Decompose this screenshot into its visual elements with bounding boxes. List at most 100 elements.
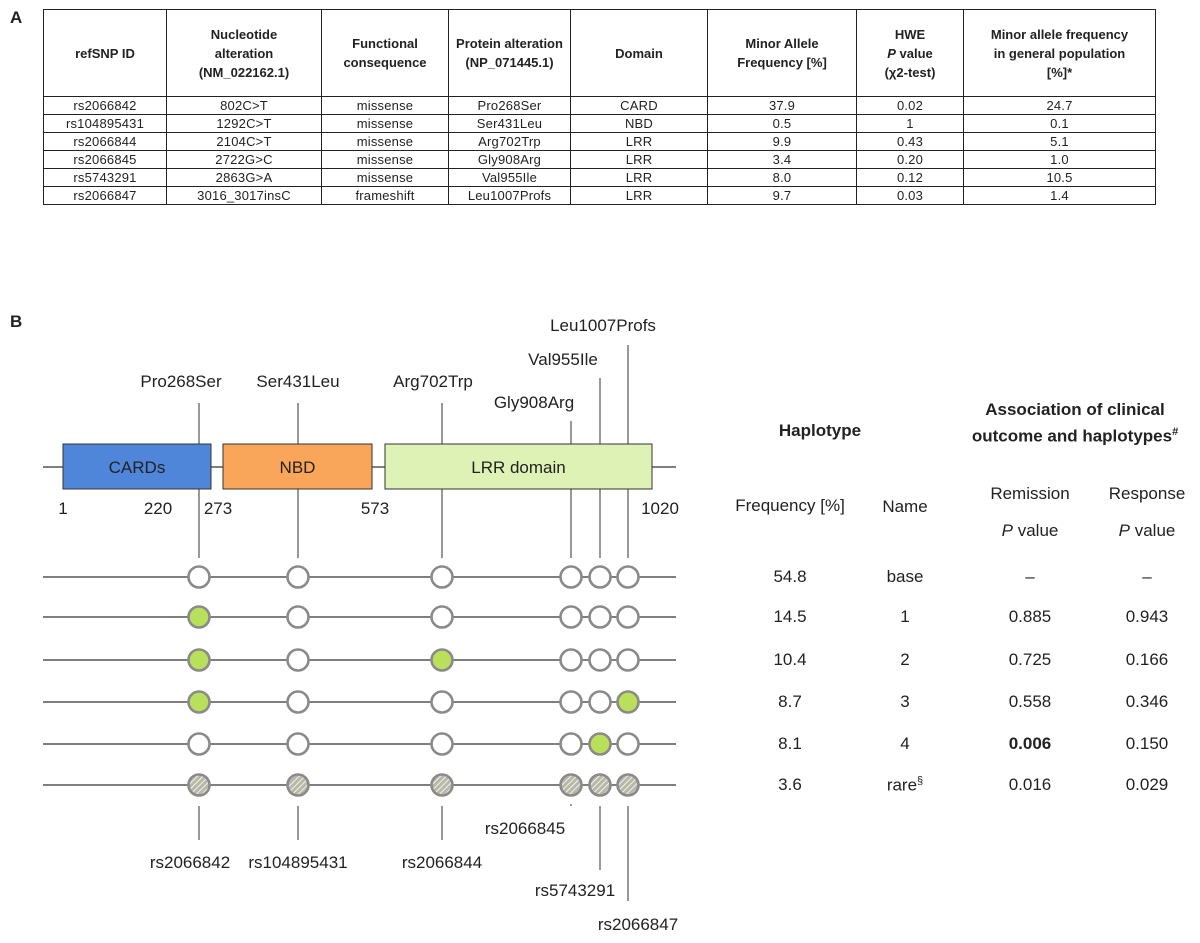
- remission-pvalue-text: 0.016: [1008, 775, 1052, 794]
- remission-p-symbol: P: [1001, 521, 1013, 540]
- remission-pvalue: 0.006: [970, 734, 1090, 754]
- column-header-line: Functional: [352, 36, 418, 51]
- haplotype-name: 1: [855, 607, 955, 627]
- snp-label-4: rs5743291: [535, 881, 615, 900]
- domain-label-2: LRR domain: [471, 458, 566, 477]
- allele-circle: [430, 732, 454, 756]
- association-title-text: Association of clinical outcome and hapl…: [971, 400, 1173, 446]
- mutation-label-2: Arg702Trp: [393, 372, 473, 391]
- response-pvalue: 0.029: [1087, 775, 1200, 795]
- allele-circle: [286, 648, 310, 672]
- col-response: Response: [1108, 484, 1186, 503]
- snp-label-1: rs104895431: [248, 853, 347, 872]
- haplotype-frequency-text: 10.4: [773, 650, 807, 669]
- allele-circle: [559, 690, 583, 714]
- haplotype-frequency-text: 3.6: [778, 775, 802, 794]
- response-pvalue-text: –: [1142, 567, 1152, 586]
- domain-box-0: [62, 443, 212, 490]
- remission-pvalue: 0.885: [970, 607, 1090, 627]
- allele-circle: [430, 605, 454, 629]
- allele-circle: [559, 732, 583, 756]
- allele-circle: [187, 732, 211, 756]
- haplotype-frequency: 10.4: [740, 650, 840, 670]
- haplotype-name-mark: §: [917, 775, 924, 787]
- allele-circle: [588, 690, 612, 714]
- allele-circle: [430, 773, 454, 797]
- mutation-label-4: Val955Ile: [528, 350, 598, 369]
- allele-circle: [588, 605, 612, 629]
- panel-a-label: A: [10, 8, 23, 27]
- remission-pvalue: 0.558: [970, 692, 1090, 712]
- response-pvalue-text: 0.029: [1125, 775, 1169, 794]
- haplotype-frequency: 8.7: [740, 692, 840, 712]
- table-cell: LRR: [570, 132, 708, 151]
- remission-pvalue-text: 0.725: [1008, 650, 1052, 669]
- column-header-line: P value: [887, 45, 933, 61]
- table-cell: 1.4: [963, 186, 1156, 205]
- allele-circle: [187, 690, 211, 714]
- response-pvalue-label: P value: [1087, 521, 1200, 541]
- allele-circle: [187, 565, 211, 589]
- domain-label-0: CARDs: [109, 458, 166, 477]
- remission-pvalue-label: P value: [970, 521, 1090, 541]
- panel-b-label: B: [10, 312, 23, 331]
- allele-circle: [588, 773, 612, 797]
- allele-circle: [559, 773, 583, 797]
- response-pvalue-text: 0.166: [1125, 650, 1169, 669]
- association-title-mark: #: [1172, 426, 1179, 438]
- position-label-4: 1020: [641, 499, 679, 518]
- allele-circle: [559, 648, 583, 672]
- response-p-symbol: P: [1118, 521, 1130, 540]
- table-cell: LRR: [570, 186, 708, 205]
- column-header-line: Domain: [615, 45, 663, 61]
- allele-circle: [286, 732, 310, 756]
- mutation-label-0: Pro268Ser: [140, 372, 222, 391]
- remission-pvalue: –: [970, 567, 1090, 587]
- remission-pvalue: 0.725: [970, 650, 1090, 670]
- table-cell: 2863G>A: [166, 168, 322, 187]
- haplotype-name-text: 4: [900, 734, 910, 753]
- col-frequency: Frequency [%]: [735, 496, 845, 515]
- remission-pvalue: 0.016: [970, 775, 1090, 795]
- mutation-label-5: Leu1007Profs: [550, 316, 656, 335]
- response-pvalue-text: 0.150: [1125, 734, 1169, 753]
- allele-circle: [286, 690, 310, 714]
- column-header-line: Protein alteration: [456, 36, 563, 51]
- table-cell: Leu1007Profs: [448, 186, 571, 205]
- allele-circle: [187, 648, 211, 672]
- response-pvalue-text: 0.346: [1125, 692, 1169, 711]
- haplotype-name-text: 2: [900, 650, 910, 669]
- response-value-word: value: [1134, 521, 1176, 540]
- col-remission: Remission: [990, 484, 1070, 503]
- column-header-line: (χ2-test): [884, 64, 936, 80]
- column-header-line: Minor Allele: [745, 36, 819, 51]
- column-header-line: (NM_022162.1): [198, 64, 290, 80]
- allele-circle: [616, 732, 640, 756]
- column-header-4: Domain: [570, 9, 708, 97]
- allele-circle: [187, 773, 211, 797]
- association-title: Association of clinical outcome and hapl…: [950, 398, 1200, 448]
- domain-box-1: [222, 443, 373, 490]
- haplotype-frequency-text: 54.8: [773, 567, 807, 586]
- allele-circle: [616, 648, 640, 672]
- allele-circle: [588, 732, 612, 756]
- allele-circle: [187, 605, 211, 629]
- table-cell: 9.7: [707, 186, 857, 205]
- table-cell: rs2066842: [43, 96, 167, 115]
- table-cell: 5.1: [963, 132, 1156, 151]
- haplotype-frequency-text: 8.1: [778, 734, 802, 753]
- remission-pvalue-text: 0.558: [1008, 692, 1052, 711]
- snp-label-0: rs2066842: [150, 853, 230, 872]
- column-header-line: alteration: [214, 45, 274, 61]
- allele-circle: [616, 565, 640, 589]
- response-pvalue: 0.346: [1087, 692, 1200, 712]
- table-cell: 1292C>T: [166, 114, 322, 133]
- haplotype-name-text: base: [886, 567, 924, 586]
- response-pvalue-text: 0.943: [1125, 607, 1169, 626]
- column-header-line: Frequency [%]: [737, 55, 827, 70]
- remission-pvalue-text: 0.006: [1008, 734, 1052, 753]
